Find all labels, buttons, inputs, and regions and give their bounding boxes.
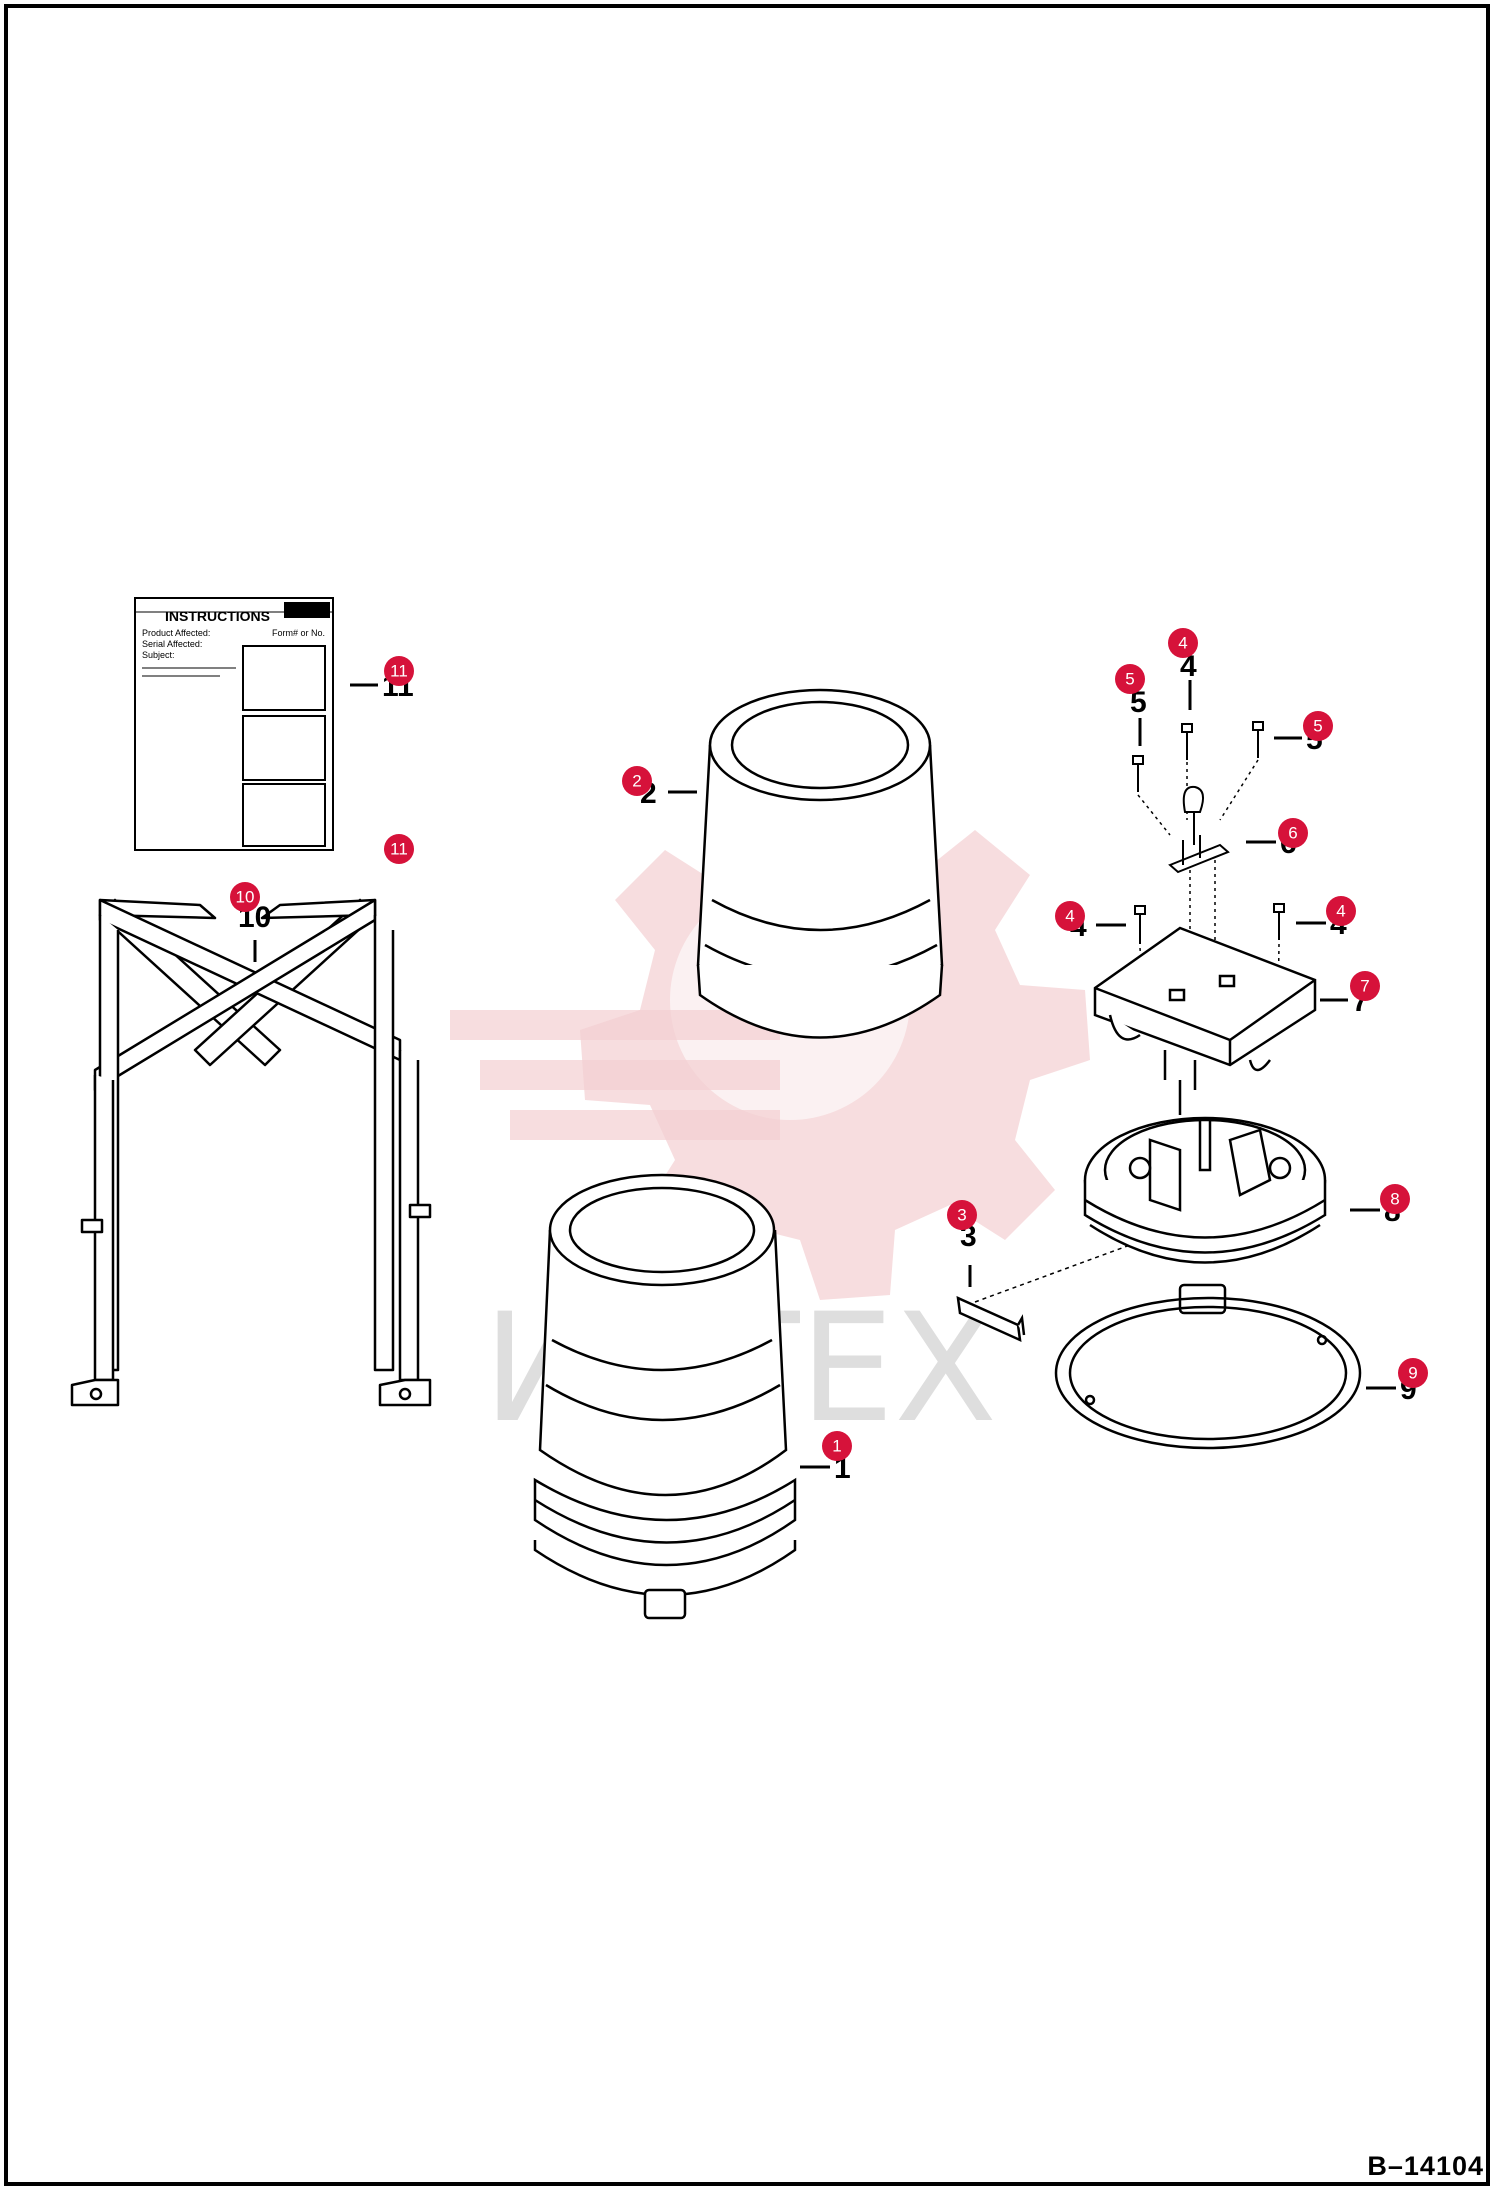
svg-text:4: 4 bbox=[1065, 907, 1074, 926]
callout-5-right[interactable]: 5 bbox=[1303, 711, 1333, 741]
screw-4-top bbox=[1181, 723, 1193, 760]
drawing-code: B–14104 bbox=[1367, 2151, 1484, 2181]
svg-text:8: 8 bbox=[1390, 1190, 1399, 1209]
sheet-line-3: Subject: bbox=[142, 650, 175, 660]
svg-text:11: 11 bbox=[390, 840, 408, 859]
callout-6[interactable]: 6 bbox=[1278, 818, 1308, 848]
callout-3[interactable]: 3 bbox=[947, 1200, 977, 1230]
gasket bbox=[1054, 1296, 1362, 1450]
svg-text:4: 4 bbox=[1336, 902, 1345, 921]
svg-text:2: 2 bbox=[632, 772, 641, 791]
svg-text:9: 9 bbox=[1408, 1364, 1417, 1383]
sheet-line-2: Serial Affected: bbox=[142, 639, 202, 649]
callout-9[interactable]: 9 bbox=[1398, 1358, 1428, 1388]
guard bbox=[70, 898, 432, 1407]
callout-2[interactable]: 2 bbox=[622, 766, 652, 796]
callout-11-top[interactable]: 11 bbox=[384, 656, 414, 686]
light-assembly bbox=[533, 1173, 797, 1620]
callout-5-left[interactable]: 5 bbox=[1115, 664, 1145, 694]
svg-text:6: 6 bbox=[1288, 824, 1297, 843]
screw-5-left bbox=[1132, 755, 1144, 792]
screw-5-right bbox=[1252, 721, 1264, 758]
plate bbox=[1093, 926, 1317, 1115]
callout-8[interactable]: 8 bbox=[1380, 1184, 1410, 1214]
lens bbox=[696, 688, 944, 1039]
svg-text:5: 5 bbox=[1313, 717, 1322, 736]
sheet-header: INSTRUCTIONS bbox=[165, 608, 270, 624]
svg-text:10: 10 bbox=[236, 888, 255, 907]
instruction-sheet: INSTRUCTIONS Product Affected: Serial Af… bbox=[134, 597, 334, 851]
callout-10[interactable]: 10 bbox=[230, 882, 260, 912]
sheet-right-label: Form# or No. bbox=[272, 628, 325, 638]
callout-badges: 1 2 3 4 4 4 5 5 6 7 8 9 10 11 11 bbox=[230, 628, 1428, 1461]
item-number-4-top: 4 bbox=[1180, 650, 1197, 683]
callout-7[interactable]: 7 bbox=[1350, 971, 1380, 1001]
svg-text:1: 1 bbox=[832, 1437, 841, 1456]
svg-text:11: 11 bbox=[390, 662, 408, 681]
clip bbox=[956, 1244, 1131, 1343]
screw-4-right bbox=[1273, 903, 1285, 940]
svg-text:4: 4 bbox=[1178, 634, 1187, 653]
item-number-5-left: 5 bbox=[1130, 686, 1147, 719]
svg-text:7: 7 bbox=[1360, 977, 1369, 996]
svg-text:3: 3 bbox=[957, 1206, 966, 1225]
base bbox=[1083, 1116, 1327, 1315]
callout-4-right[interactable]: 4 bbox=[1326, 896, 1356, 926]
callout-11-bottom[interactable]: 11 bbox=[384, 834, 414, 864]
callout-4-top[interactable]: 4 bbox=[1168, 628, 1198, 658]
callout-1[interactable]: 1 bbox=[822, 1431, 852, 1461]
sheet-line-1: Product Affected: bbox=[142, 628, 210, 638]
svg-text:5: 5 bbox=[1125, 670, 1134, 689]
callout-4-left[interactable]: 4 bbox=[1055, 901, 1085, 931]
screw-4-left bbox=[1134, 905, 1146, 944]
